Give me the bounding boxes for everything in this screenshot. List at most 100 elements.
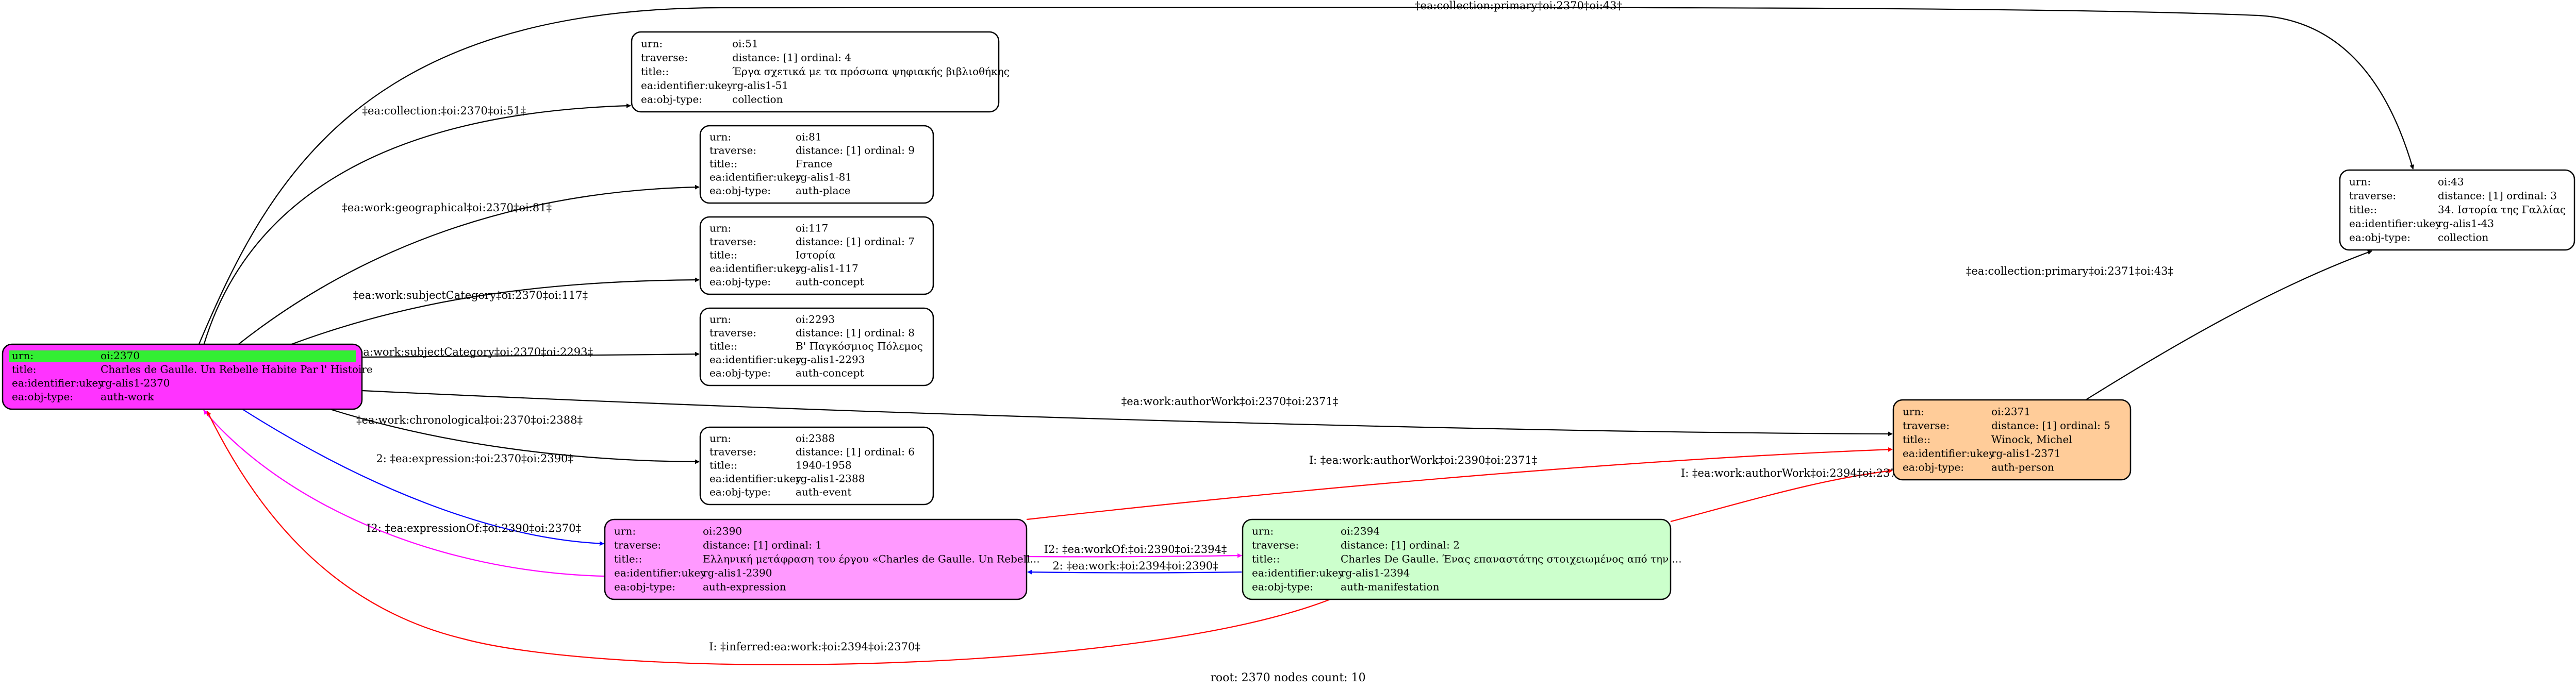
field-value: Ελληνική μετάφραση του έργου «Charles de…: [703, 552, 1040, 565]
field-key: title::: [641, 65, 669, 77]
field-key: title::: [1252, 552, 1280, 565]
field-value: oi:117: [796, 222, 828, 234]
field-value: Winock, Michel: [1991, 433, 2072, 445]
field-key: title::: [2349, 203, 2377, 215]
field-value: oi:43: [2438, 175, 2464, 188]
edge-n2370-n2293: [361, 351, 700, 358]
field-value: collection: [732, 93, 783, 105]
edge-label: I: ‡inferred:ea:work:‡oi:2394‡oi:2370‡: [709, 641, 920, 653]
field-value: rg-alis1-2388: [796, 473, 865, 485]
edge-n2370-n81: [237, 184, 700, 346]
field-value: 1940-1958: [796, 459, 852, 472]
field-key: ea:obj-type:: [641, 93, 702, 105]
node-header-band: [9, 350, 356, 362]
field-key: ea:identifier:ukey: [709, 262, 802, 275]
field-value: distance: [1] ordinal: 3: [2438, 189, 2557, 201]
field-value: rg-alis1-2390: [703, 566, 772, 579]
field-key: urn:: [1252, 525, 1274, 537]
field-key: ea:obj-type:: [1903, 461, 1964, 473]
field-value: rg-alis1-2293: [796, 354, 865, 366]
field-key: ea:identifier:ukey: [709, 171, 802, 183]
edge-n2394-n2390: [1027, 569, 1242, 575]
field-key: ea:obj-type:: [12, 391, 73, 403]
edge-n2370-n51: [203, 103, 631, 346]
field-key: ea:identifier:ukey: [614, 566, 706, 579]
field-value: oi:2371: [1991, 405, 2030, 417]
field-value: collection: [2438, 231, 2489, 243]
field-key: urn:: [709, 131, 731, 143]
field-key: title::: [709, 340, 737, 352]
node-box: [699, 307, 934, 386]
field-key: ea:obj-type:: [1252, 580, 1313, 593]
field-value: distance: [1] ordinal: 2: [1341, 539, 1460, 551]
field-key: ea:identifier:ukey: [1252, 566, 1344, 579]
field-value: rg-alis1-2370: [101, 377, 170, 389]
edge-label: 2: ‡ea:expression:‡oi:2370‡oi:2390‡: [376, 452, 573, 465]
node-n43[interactable]: urn: oi:43 traverse: distance: [1] ordinal:…: [2339, 169, 2575, 251]
field-key: urn:: [2349, 175, 2371, 188]
field-key: urn:: [641, 37, 663, 49]
field-value: Ιστορία: [796, 249, 836, 261]
field-key: traverse:: [641, 51, 688, 63]
field-value: oi:2394: [1341, 525, 1380, 537]
edge-label: ‡ea:work:authorWork‡oi:2370‡oi:2371‡: [1121, 395, 1339, 408]
field-value: auth-event: [796, 486, 851, 498]
node-box: [604, 518, 1028, 600]
edge-label: ‡ea:work:chronological‡oi:2370‡oi:2388‡: [356, 414, 583, 426]
field-key: title::: [1903, 433, 1930, 445]
field-key: traverse:: [709, 446, 756, 458]
node-box: [1242, 518, 1672, 600]
edge-n2394-n2370: [207, 411, 1331, 665]
edge-n2370-n2371: [361, 390, 1893, 436]
field-key: title:: [12, 363, 36, 376]
edge-label: I: ‡ea:work:authorWork‡oi:2394‡oi:2371‡: [1681, 467, 1909, 479]
node-box: [631, 31, 1000, 113]
edge-label: ‡ea:collection:‡oi:2370‡oi:51‡: [362, 105, 526, 117]
field-value: auth-concept: [796, 367, 864, 379]
edge-n2370-n117: [288, 277, 700, 346]
edge-n2390-n2371: [1026, 447, 1893, 520]
field-value: oi:2388: [796, 432, 835, 445]
field-value: distance: [1] ordinal: 4: [732, 51, 851, 63]
field-value: distance: [1] ordinal: 5: [1991, 419, 2110, 431]
node-n2388[interactable]: urn: oi:2388 traverse: distance: [1] ordina…: [699, 426, 934, 506]
field-key: ea:obj-type:: [709, 367, 771, 379]
field-value: auth-manifestation: [1341, 580, 1440, 593]
field-key: title::: [614, 552, 642, 565]
field-value: oi:2390: [703, 525, 742, 537]
edge-n2370-n43: [197, 7, 2415, 346]
field-value: oi:81: [796, 131, 822, 143]
field-key: ea:obj-type:: [2349, 231, 2410, 243]
field-key: urn:: [709, 432, 731, 445]
field-key: traverse:: [614, 539, 661, 551]
field-key: ea:identifier:ukey: [12, 377, 104, 389]
edge-label: ‡ea:collection:primary‡oi:2371‡oi:43‡: [1966, 265, 2173, 277]
field-key: ea:obj-type:: [709, 486, 771, 498]
field-value: distance: [1] ordinal: 6: [796, 446, 915, 458]
node-box: [699, 125, 934, 204]
field-key: ea:obj-type:: [614, 580, 675, 593]
edge-label: ‡ea:collection:primary‡oi:2370‡oi:43‡: [1415, 0, 1622, 12]
node-box: [1892, 399, 2132, 481]
field-value: rg-alis1-43: [2438, 217, 2494, 229]
field-value: distance: [1] ordinal: 8: [796, 327, 915, 339]
field-key: urn:: [709, 222, 731, 234]
field-value: auth-person: [1991, 461, 2054, 473]
field-key: urn:: [709, 313, 731, 326]
field-key: ea:obj-type:: [709, 184, 771, 197]
field-key: traverse:: [709, 327, 756, 339]
field-key: title::: [709, 249, 737, 261]
field-key: traverse:: [2349, 189, 2396, 201]
field-key: urn:: [1903, 405, 1924, 417]
field-value: rg-alis1-51: [732, 79, 788, 91]
